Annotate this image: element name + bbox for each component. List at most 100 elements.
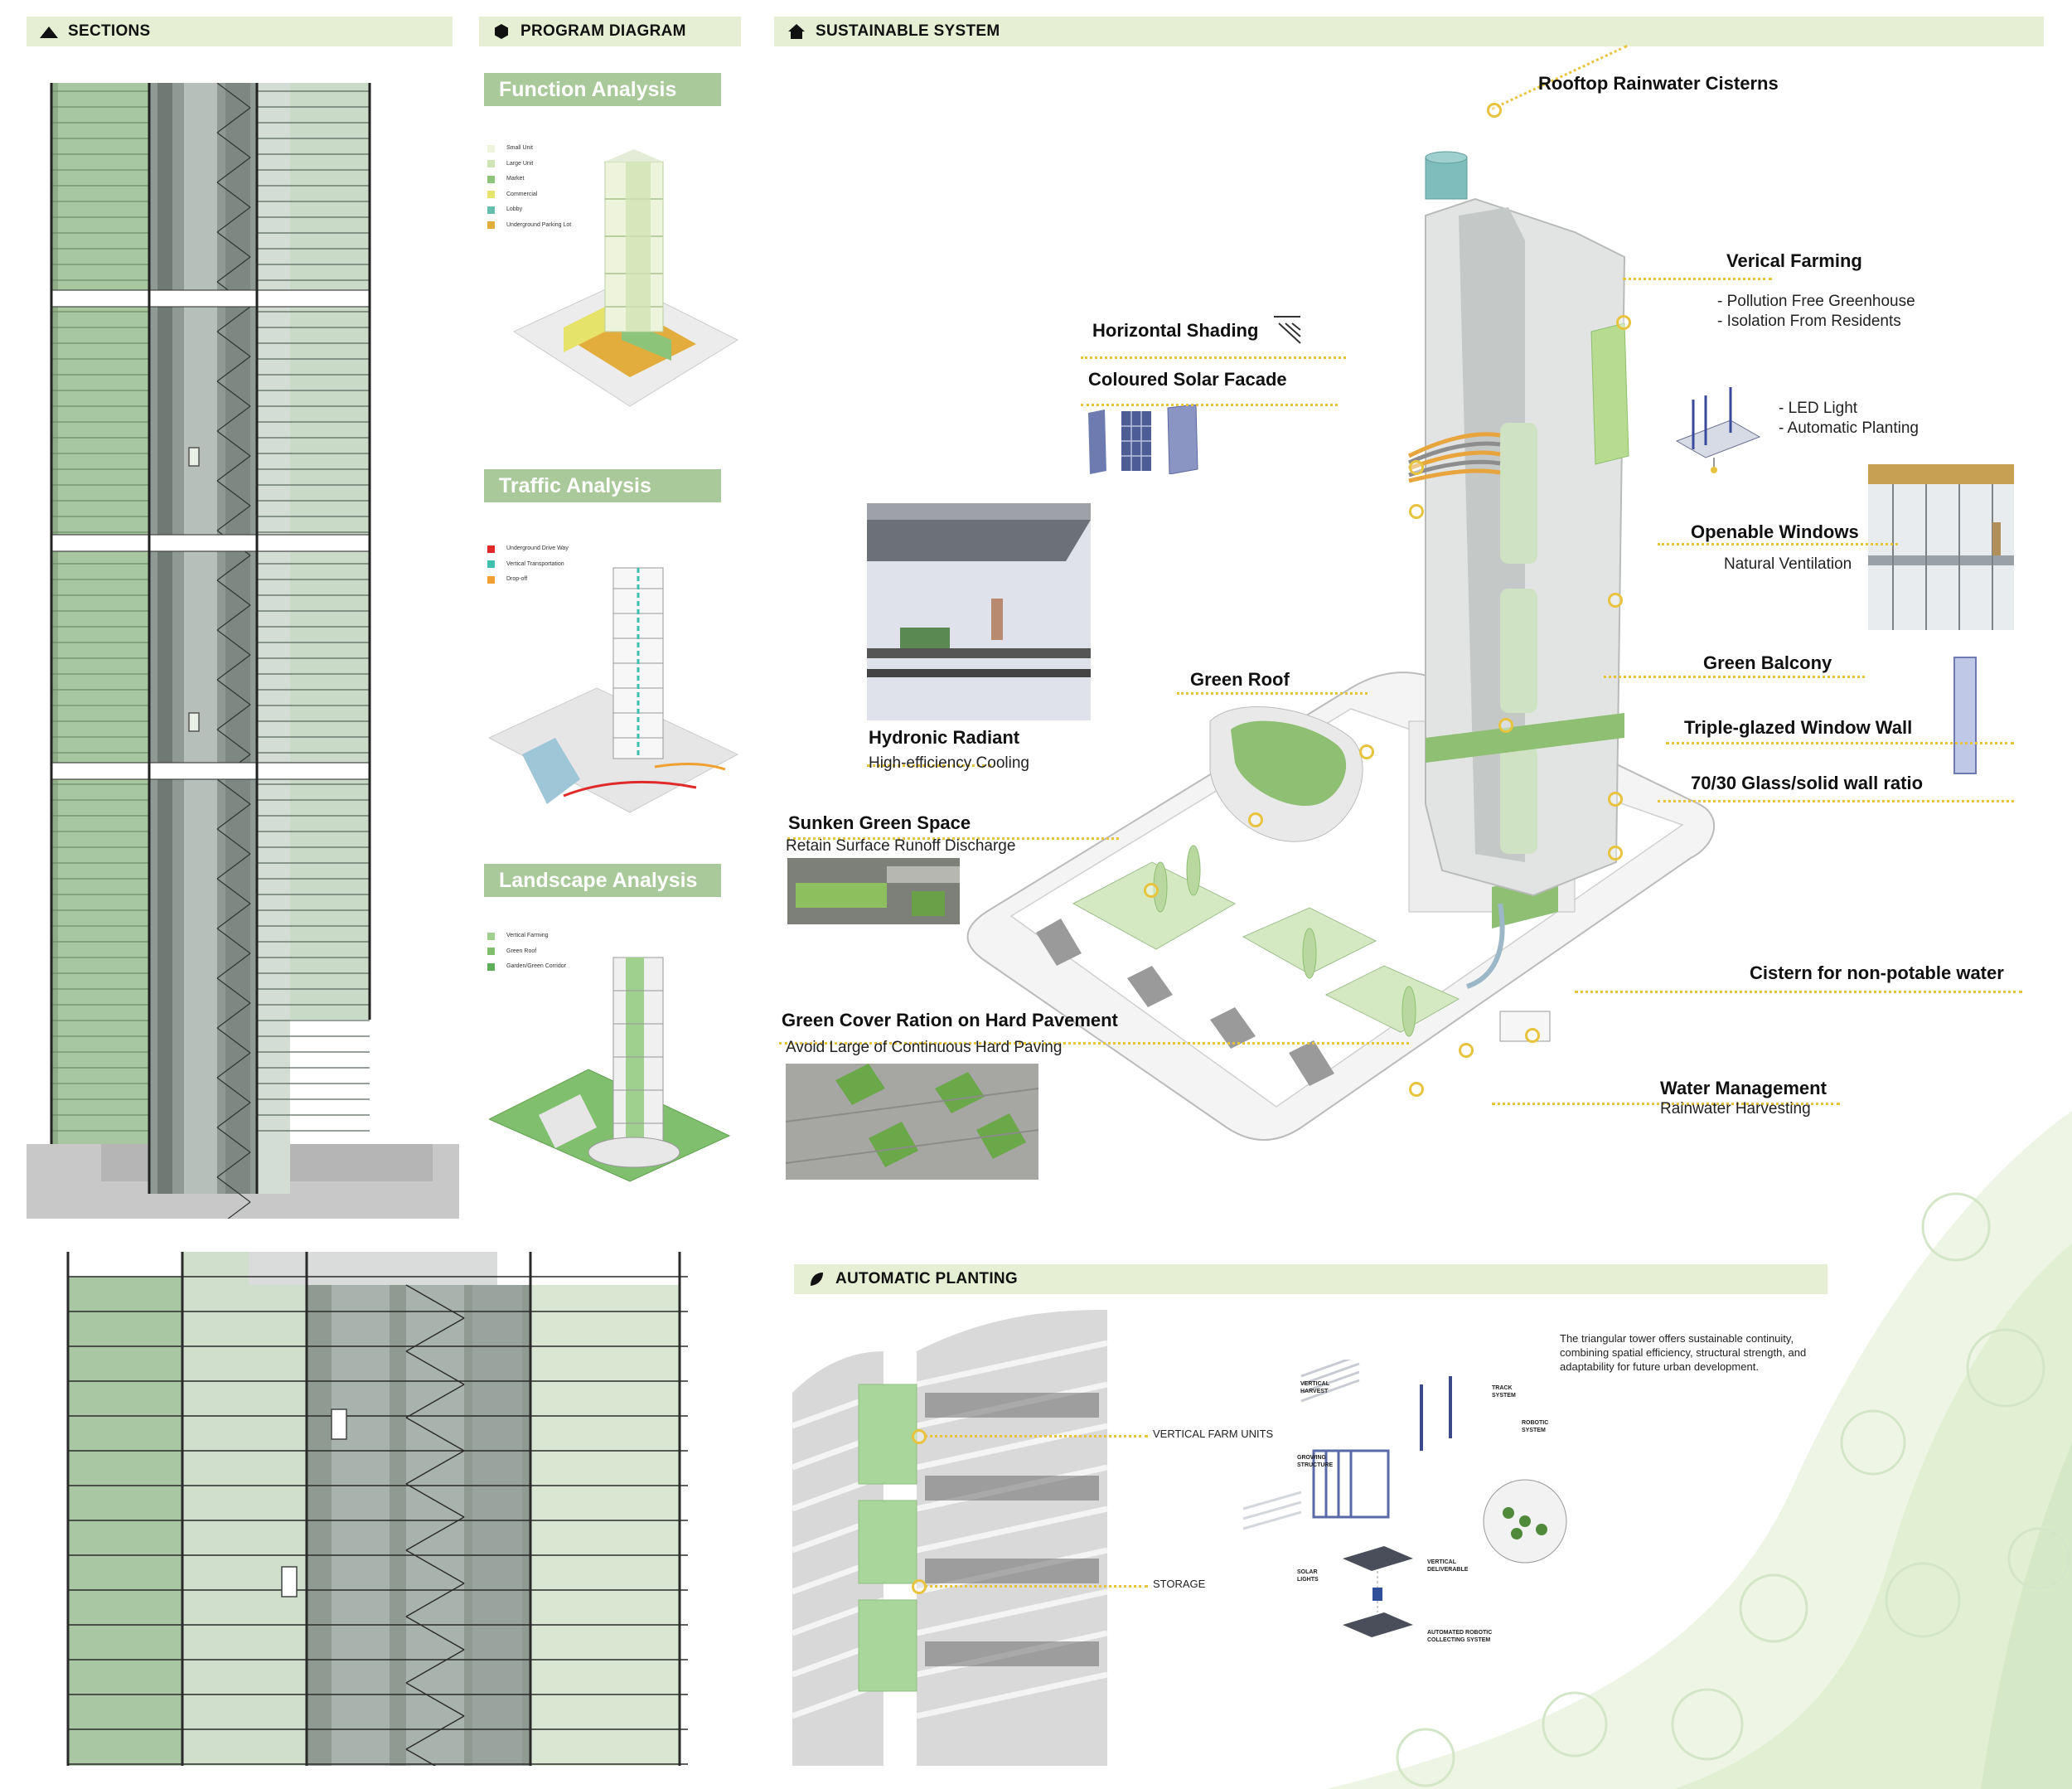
dot-farming	[1616, 315, 1631, 330]
legend-label: Lobby	[506, 206, 523, 212]
legend-swatch	[487, 221, 495, 230]
house-icon	[787, 22, 806, 41]
leader-storage	[924, 1585, 1148, 1588]
triple-label: Triple-glazed Window Wall	[1684, 717, 1913, 738]
cistern-label: Cistern for non-potable water	[1750, 962, 2004, 983]
automatic-title: AUTOMATIC PLANTING	[835, 1270, 1019, 1287]
window-wall-image	[1953, 657, 1977, 774]
dot-windows	[1608, 593, 1623, 608]
cover-sub: Avoid Large of Continuous Hard Paving	[786, 1039, 1063, 1056]
leader-windows	[1658, 543, 1898, 545]
shading-label: Horizontal Shading	[1092, 320, 1259, 341]
hydronic-radiant-image	[867, 503, 1091, 720]
leader-green-roof	[1177, 692, 1368, 695]
sustainable-header: SUSTAINABLE SYSTEM	[774, 17, 2044, 46]
leader-farming	[1623, 278, 1772, 280]
legend-swatch	[487, 160, 495, 168]
legend-label: Vertical Farming	[506, 933, 549, 938]
sunken-sub: Retain Surface Runoff Discharge	[786, 837, 1016, 855]
led-planting-image	[1675, 387, 1761, 473]
leader-water	[1492, 1103, 1840, 1105]
storage-label: STORAGE	[1153, 1578, 1206, 1590]
water-sub: Rainwater Harvesting	[1660, 1100, 1811, 1118]
legend-label: Commercial	[506, 191, 538, 197]
section-detail-drawing	[58, 1252, 688, 1766]
legend-swatch	[487, 560, 495, 569]
dot-solar	[1409, 504, 1424, 519]
windows-sub: Natural Ventilation	[1724, 555, 1852, 573]
water-label: Water Management	[1660, 1078, 1827, 1098]
exploded-farm-system	[1242, 1360, 1567, 1637]
legend-item: Vertical Transportation	[487, 557, 569, 573]
legend-label: Underground Parking Lot	[506, 221, 572, 228]
leader-triple	[1666, 742, 2014, 744]
sections-title: SECTIONS	[68, 22, 151, 40]
farming-sub-2: - Isolation From Residents	[1717, 313, 1901, 330]
program-title: PROGRAM DIAGRAM	[520, 22, 686, 40]
legend-item: Commercial	[487, 187, 571, 203]
legend-swatch	[487, 144, 495, 153]
automatic-header: AUTOMATIC PLANTING	[794, 1264, 1828, 1294]
automatic-description: The triangular tower offers sustainable …	[1560, 1332, 1807, 1373]
legend-item: Underground Drive Way	[487, 541, 569, 557]
dot-triple	[1608, 792, 1623, 807]
background-pattern	[1326, 1111, 2072, 1789]
tower-section-drawing	[27, 83, 459, 1219]
leader-solar	[1081, 404, 1338, 406]
leader-balcony	[1604, 676, 1865, 678]
farm-units-label: VERTICAL FARM UNITS	[1153, 1428, 1274, 1440]
windows-label: Openable Windows	[1691, 521, 1859, 542]
vertical-farm-rendering	[792, 1310, 1108, 1766]
dot-rooftop	[1487, 103, 1502, 118]
legend-swatch	[487, 948, 495, 956]
legend-swatch	[487, 545, 495, 553]
traffic-analysis-title: Traffic Analysis	[484, 469, 721, 502]
dot-balcony	[1498, 718, 1513, 733]
solar-label: Coloured Solar Facade	[1088, 369, 1287, 390]
sunken-green-image	[787, 858, 960, 924]
legend-item: Small Unit	[487, 141, 571, 157]
function-axonometric	[512, 149, 739, 407]
legend-swatch	[487, 962, 495, 971]
cover-label: Green Cover Ration on Hard Pavement	[782, 1010, 1118, 1030]
program-header: PROGRAM DIAGRAM	[479, 17, 741, 46]
landscape-analysis-title: Landscape Analysis	[484, 864, 721, 897]
function-analysis-title: Function Analysis	[484, 73, 721, 106]
legend-item: Market	[487, 172, 571, 187]
balcony-label: Green Balcony	[1703, 652, 1832, 673]
dot-hydronic	[1248, 812, 1263, 827]
legend-item: Underground Parking Lot	[487, 218, 571, 234]
dot-green-roof	[1359, 744, 1374, 759]
sunken-label: Sunken Green Space	[788, 812, 971, 833]
legend-item: Lobby	[487, 202, 571, 218]
farming-sub-1: - Pollution Free Greenhouse	[1717, 293, 1915, 310]
left-facade	[51, 83, 149, 1144]
landscape-axonometric	[489, 957, 731, 1182]
legend-item: Large Unit	[487, 157, 571, 172]
sustainable-title: SUSTAINABLE SYSTEM	[816, 22, 1000, 40]
ratio-label: 70/30 Glass/solid wall ratio	[1691, 773, 1924, 793]
legend-swatch	[487, 191, 495, 199]
legend-label: Large Unit	[506, 160, 534, 167]
dot-cistern	[1525, 1028, 1540, 1043]
dot-ratio	[1608, 846, 1623, 861]
openable-windows-image	[1868, 464, 2014, 630]
shading-icon	[1274, 316, 1301, 344]
hydronic-sub: High-efficiency Cooling	[869, 754, 1029, 772]
legend-item: Vertical Farming	[487, 928, 566, 944]
dot-cover	[1409, 1082, 1424, 1097]
legend-label: Garden/Green Corridor	[506, 963, 566, 969]
sections-header: SECTIONS	[27, 17, 453, 46]
leader-shading	[1081, 356, 1346, 359]
led-sub-2: - Automatic Planting	[1779, 419, 1919, 437]
led-sub-1: - LED Light	[1779, 400, 1858, 417]
solar-facade-image	[1088, 405, 1198, 474]
legend-swatch	[487, 575, 495, 584]
